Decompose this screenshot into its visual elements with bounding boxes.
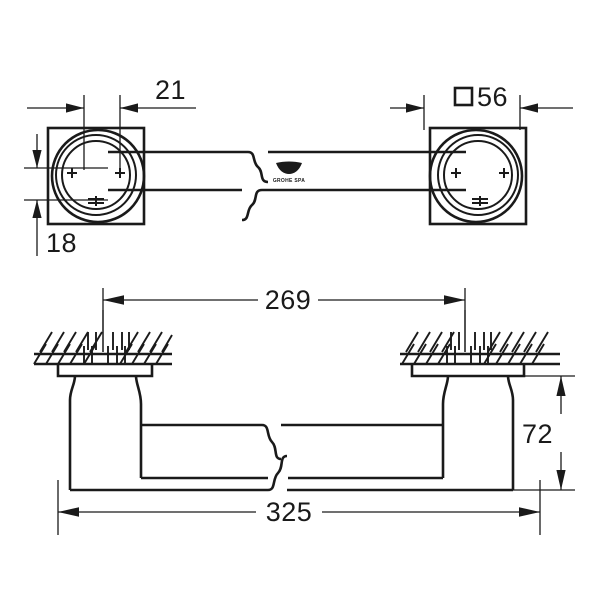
grohe-wordmark: GROHE SPA: [273, 178, 305, 184]
arrow-head: [520, 103, 538, 113]
arrow-head: [556, 376, 566, 396]
dimension-72-group: 72: [513, 375, 575, 491]
dimension-label-18: 18: [46, 228, 77, 258]
rosette-outer-ring: [428, 128, 524, 224]
wall-hatching-left: [33, 331, 173, 366]
rosette-cap-side: [56, 364, 154, 378]
rosette-mid-ring: [437, 134, 519, 216]
fixing-point: [67, 168, 77, 178]
dimension-21-group: 21: [27, 75, 196, 170]
break-symbol-top: [247, 150, 269, 184]
post-inner-edge: [134, 375, 143, 425]
fixing-point: [451, 168, 461, 178]
rosette-inner-ring: [61, 140, 131, 211]
grab-bar-elevation: [70, 423, 513, 492]
dimension-label-56: 56: [477, 82, 508, 112]
arrow-head: [406, 103, 424, 113]
arrow-head: [32, 150, 42, 168]
right-bracket-profile: [410, 364, 526, 490]
dimension-label-72: 72: [522, 419, 553, 449]
square-symbol-icon: [453, 86, 474, 107]
break-symbol-bottom: [241, 188, 263, 222]
rosette-cap-side: [410, 364, 526, 378]
post-outer-edge: [506, 375, 515, 490]
rosette-mid-ring: [55, 134, 137, 216]
dimension-56-group: 56: [390, 82, 573, 130]
fixing-point: [499, 168, 509, 178]
arrow-head: [32, 200, 42, 218]
fixing-point: [472, 196, 488, 206]
dimension-325-group: 325: [57, 480, 541, 535]
wall-hatching-right: [400, 331, 560, 366]
arrow-head: [519, 507, 540, 517]
break-symbol-bottom: [267, 454, 288, 492]
rosette-outer-ring: [50, 128, 146, 224]
arrow-head: [556, 470, 566, 490]
arrow-head: [444, 295, 465, 305]
fixing-point: [115, 168, 125, 178]
break-symbol-top: [261, 423, 282, 461]
left-bracket-profile: [56, 364, 154, 490]
arrow-head: [66, 103, 84, 113]
arrow-head: [103, 295, 124, 305]
top-view-group: 21 18 56: [24, 75, 573, 258]
hatch-strokes: [401, 331, 549, 365]
arrow-head: [58, 507, 79, 517]
arrow-head: [120, 103, 138, 113]
right-rosette: [428, 126, 528, 226]
post-inner-edge: [441, 375, 450, 425]
rosette-inner-ring: [443, 140, 513, 211]
front-view-group: 269: [33, 285, 575, 535]
left-rosette: [46, 126, 146, 226]
dimension-label-21: 21: [155, 75, 186, 105]
grohe-logo-mark: [276, 161, 302, 174]
hatch-strokes: [33, 331, 173, 365]
fixing-point: [88, 196, 104, 206]
dimension-label-269: 269: [265, 285, 312, 315]
dimension-label-325: 325: [266, 497, 313, 527]
dimension-269-group: 269: [102, 285, 466, 352]
grohe-logo: GROHE SPA: [273, 161, 305, 184]
post-outer-edge: [68, 375, 77, 490]
